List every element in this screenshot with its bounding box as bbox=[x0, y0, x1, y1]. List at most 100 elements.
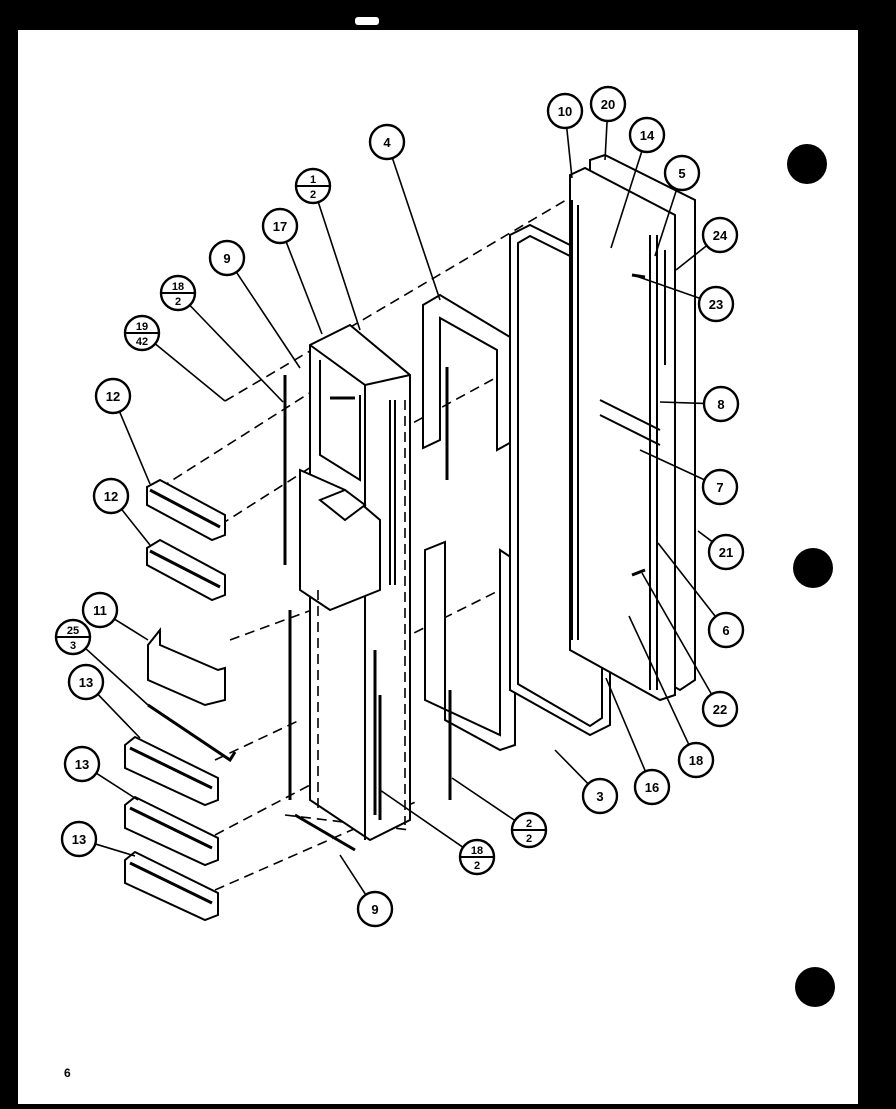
binder-hole-middle bbox=[793, 548, 833, 588]
callout-number: 9 bbox=[223, 251, 230, 266]
leader-line bbox=[391, 157, 441, 301]
callout-denominator: 42 bbox=[136, 336, 148, 348]
callout-c13c: 13 bbox=[60, 820, 136, 858]
callout-circle bbox=[356, 890, 394, 928]
door-liner bbox=[299, 323, 411, 842]
callout-circle bbox=[208, 239, 246, 277]
callout-c21: 21 bbox=[697, 530, 745, 571]
leader-line bbox=[379, 789, 464, 848]
leader-line bbox=[697, 530, 713, 543]
callout-circle bbox=[589, 85, 627, 123]
callout-circle bbox=[663, 154, 701, 192]
page-number: 6 bbox=[64, 1066, 71, 1080]
callout-numerator: 18 bbox=[172, 281, 184, 293]
callout-number: 13 bbox=[79, 675, 93, 690]
callout-c20: 20 bbox=[589, 85, 627, 161]
callout-c3: 3 bbox=[554, 749, 619, 815]
door-frame-strips bbox=[422, 293, 516, 800]
callout-number: 13 bbox=[75, 757, 89, 772]
callout-numerator: 25 bbox=[67, 625, 79, 637]
callout-c13a: 13 bbox=[67, 663, 141, 739]
callout-numerator: 19 bbox=[136, 321, 148, 333]
callout-number: 11 bbox=[93, 603, 107, 618]
callout-circle bbox=[707, 611, 745, 649]
callout-denominator: 2 bbox=[310, 189, 316, 201]
leader-line bbox=[95, 843, 136, 857]
callout-c18_2b: 182 bbox=[379, 789, 496, 876]
callout-circle bbox=[701, 468, 739, 506]
callout-circle bbox=[702, 385, 740, 423]
callout-number: 16 bbox=[645, 780, 659, 795]
callout-c1_2: 12 bbox=[294, 167, 361, 331]
callout-c14: 14 bbox=[610, 116, 666, 249]
callout-numerator: 2 bbox=[526, 818, 532, 830]
callout-number: 4 bbox=[383, 135, 391, 150]
leader-line bbox=[95, 772, 139, 801]
rail-25 bbox=[147, 703, 237, 763]
callout-number: 3 bbox=[596, 789, 603, 804]
leader-line bbox=[554, 749, 589, 785]
callout-c17: 17 bbox=[261, 207, 323, 335]
leader-line bbox=[451, 777, 516, 822]
callout-number: 8 bbox=[717, 397, 724, 412]
callout-c6: 6 bbox=[657, 542, 745, 649]
leader-line bbox=[154, 343, 226, 402]
binder-hole-top bbox=[787, 144, 827, 184]
leader-line bbox=[97, 693, 141, 739]
leader-line bbox=[235, 271, 301, 369]
leader-line bbox=[628, 615, 690, 745]
door-bins bbox=[124, 478, 237, 922]
leader-line bbox=[120, 508, 151, 546]
callout-circle bbox=[81, 591, 119, 629]
callout-number: 14 bbox=[640, 128, 655, 143]
callout-circle bbox=[63, 745, 101, 783]
callout-circle bbox=[261, 207, 299, 245]
binder-hole-bottom bbox=[795, 967, 835, 1007]
callout-circle bbox=[677, 741, 715, 779]
leader-line bbox=[654, 188, 678, 257]
callout-numerator: 18 bbox=[471, 845, 483, 857]
callout-circle bbox=[581, 777, 619, 815]
callout-number: 10 bbox=[558, 104, 572, 119]
callout-c4: 4 bbox=[368, 123, 441, 301]
bin-13-c bbox=[124, 850, 219, 922]
leader-line bbox=[639, 449, 705, 481]
callout-number: 20 bbox=[601, 97, 615, 112]
leader-line bbox=[118, 411, 151, 485]
leader-line bbox=[85, 647, 149, 706]
callout-number: 6 bbox=[722, 623, 729, 638]
callout-c16: 16 bbox=[605, 677, 671, 806]
outer-door-panel bbox=[569, 153, 696, 702]
side-strips bbox=[283, 375, 382, 852]
bin-13-b bbox=[124, 795, 219, 867]
leader-line bbox=[317, 201, 361, 331]
callout-number: 5 bbox=[678, 166, 685, 181]
leader-line bbox=[641, 572, 713, 695]
bin-12-upper bbox=[146, 478, 226, 542]
callout-circle bbox=[67, 663, 105, 701]
callout-circle bbox=[701, 690, 739, 728]
callout-c18_2a: 182 bbox=[159, 274, 284, 403]
leader-line bbox=[604, 120, 608, 161]
callout-c13b: 13 bbox=[63, 745, 139, 801]
callout-circle bbox=[94, 377, 132, 415]
callout-denominator: 3 bbox=[70, 640, 76, 652]
callout-numerator: 1 bbox=[310, 174, 316, 186]
leader-line bbox=[565, 127, 573, 179]
bin-12-lower bbox=[146, 538, 226, 602]
callout-circle bbox=[628, 116, 666, 154]
callout-c25_3: 253 bbox=[54, 618, 149, 706]
bin-13-a bbox=[124, 735, 219, 807]
callout-number: 7 bbox=[716, 480, 723, 495]
callout-circle bbox=[633, 768, 671, 806]
leader-line bbox=[189, 304, 284, 403]
callout-denominator: 2 bbox=[175, 296, 181, 308]
callout-circle bbox=[92, 477, 130, 515]
callout-c9a: 9 bbox=[208, 239, 301, 369]
callout-circle bbox=[60, 820, 98, 858]
callout-c9b: 9 bbox=[339, 854, 394, 928]
leader-line bbox=[675, 244, 708, 271]
callout-circle bbox=[546, 92, 584, 130]
callout-number: 18 bbox=[689, 753, 703, 768]
